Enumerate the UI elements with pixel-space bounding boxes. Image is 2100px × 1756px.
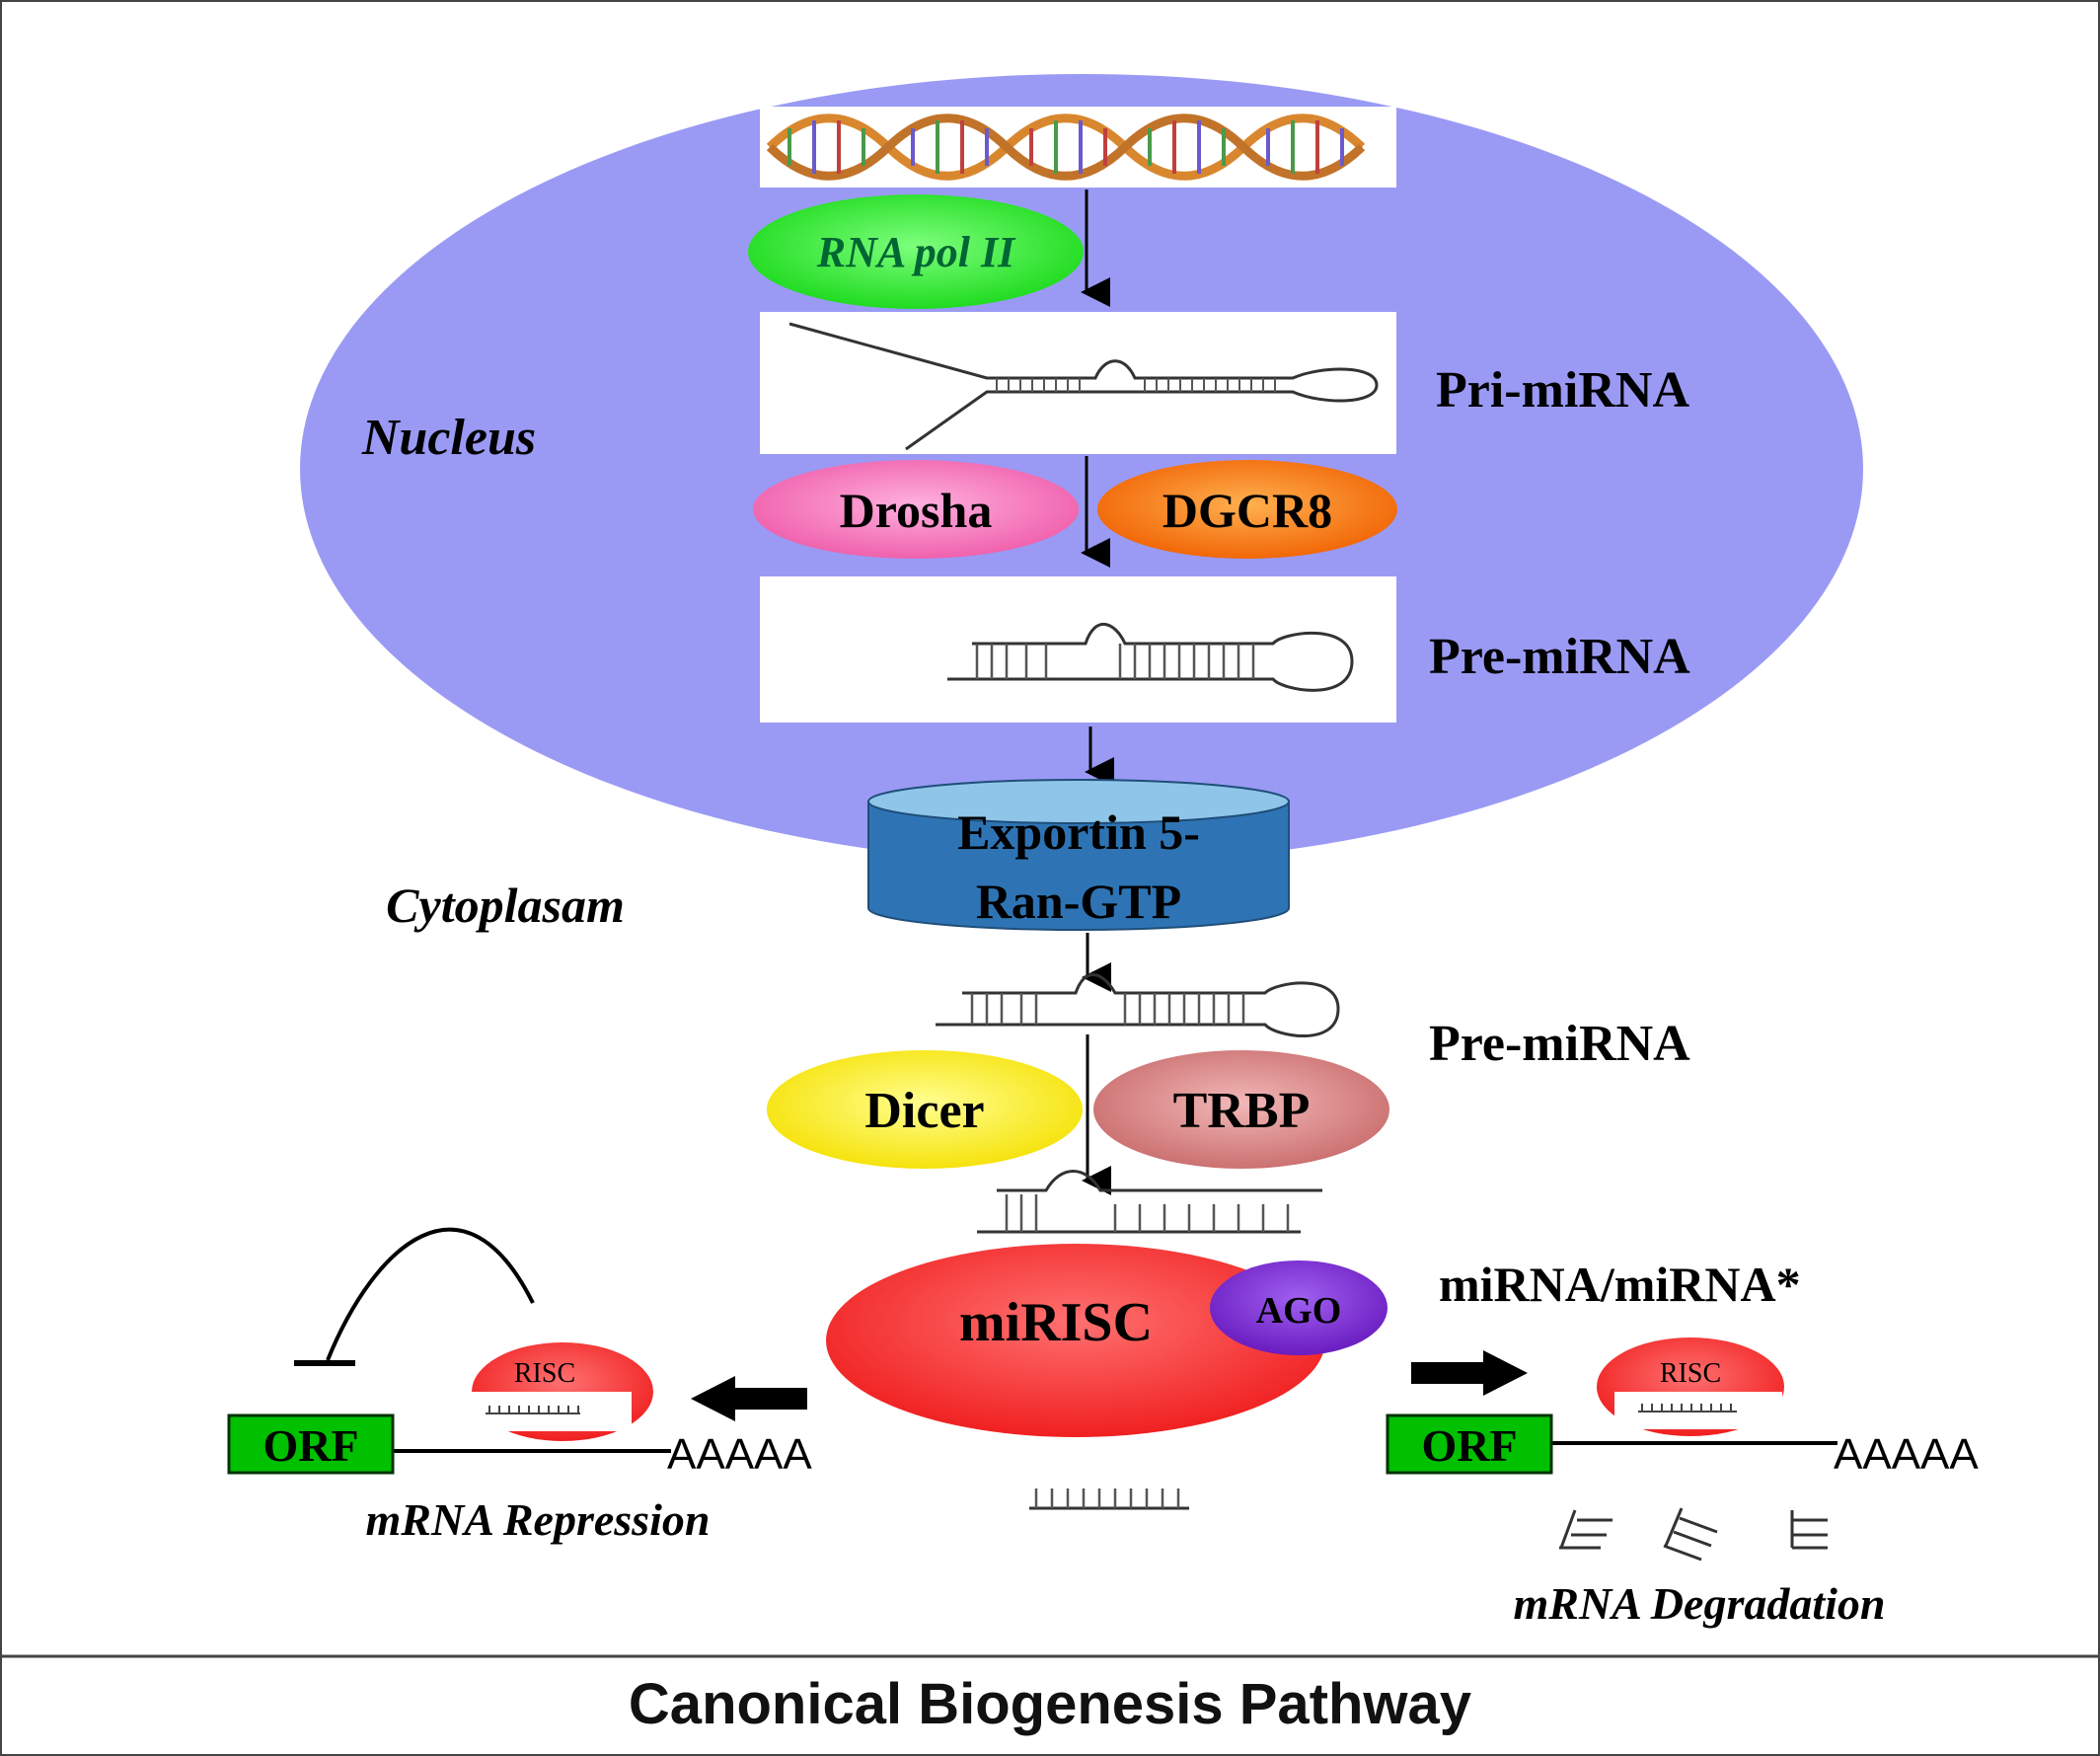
orf-right-box (1386, 1413, 1553, 1475)
risc-right-label: RISC (1660, 1358, 1721, 1389)
degraded-mrna-fragments (1559, 1507, 1828, 1562)
pre-mirna-structure-nucleus (760, 576, 1396, 723)
pre-mirna-cytoplasm-label: Pre-miRNA (1429, 1016, 1690, 1072)
dicer-label: Dicer (864, 1083, 984, 1139)
orf-right-label: ORF (1421, 1420, 1517, 1471)
dgcr8-ellipse (1097, 460, 1397, 559)
polya-left-label: AAAAA (667, 1430, 812, 1479)
arrow-to-degradation (1411, 1350, 1528, 1396)
cytoplasm-label: Cytoplasam (386, 878, 625, 933)
nucleus-label: Nucleus (361, 410, 536, 466)
ago-ellipse (1210, 1260, 1388, 1355)
drosha-ellipse (753, 460, 1079, 559)
pri-mirna-structure (760, 312, 1396, 454)
orf-left-box (227, 1413, 395, 1475)
dna-helix-icon (760, 107, 1396, 188)
dgcr8-label: DGCR8 (1162, 483, 1332, 538)
degradation-label: mRNA Degradation (1513, 1578, 1885, 1629)
mature-mirna-strand (1029, 1489, 1189, 1510)
rna-pol-ellipse (748, 194, 1084, 309)
risc-left-label: RISC (514, 1358, 575, 1389)
mirisc-ellipse (826, 1244, 1325, 1437)
trbp-ellipse (1093, 1050, 1389, 1169)
trbp-label: TRBP (1173, 1083, 1311, 1139)
repression-inhibition-arc (294, 1227, 535, 1366)
drosha-label: Drosha (840, 483, 993, 538)
nucleus-ellipse (300, 74, 1863, 864)
mirisc-label: miRISC (959, 1292, 1153, 1353)
polya-right-label: AAAAA (1834, 1430, 1979, 1479)
rna-pol-label: RNA pol II (816, 228, 1016, 276)
risc-right-mirna (1638, 1404, 1737, 1412)
orf-left-label: ORF (262, 1420, 358, 1471)
exportin-label-line2: Ran-GTP (976, 874, 1181, 929)
dicer-ellipse (767, 1050, 1083, 1169)
risc-left-mirna (486, 1406, 580, 1414)
arrow-to-repression (691, 1376, 807, 1421)
duplex-label: miRNA/miRNA* (1439, 1257, 1801, 1312)
repression-label: mRNA Repression (366, 1494, 711, 1545)
pre-mirna-nucleus-label: Pre-miRNA (1429, 629, 1690, 685)
ago-label: AGO (1256, 1290, 1342, 1332)
exportin-cylinder (867, 779, 1290, 931)
pre-mirna-structure-cytoplasm (936, 973, 1340, 1037)
pri-mirna-label: Pri-miRNA (1436, 362, 1689, 419)
figure-caption: Canonical Biogenesis Pathway (629, 1672, 1471, 1736)
exportin-label-line1: Exportin 5- (957, 804, 1200, 860)
mirna-duplex-structure (977, 1170, 1322, 1234)
